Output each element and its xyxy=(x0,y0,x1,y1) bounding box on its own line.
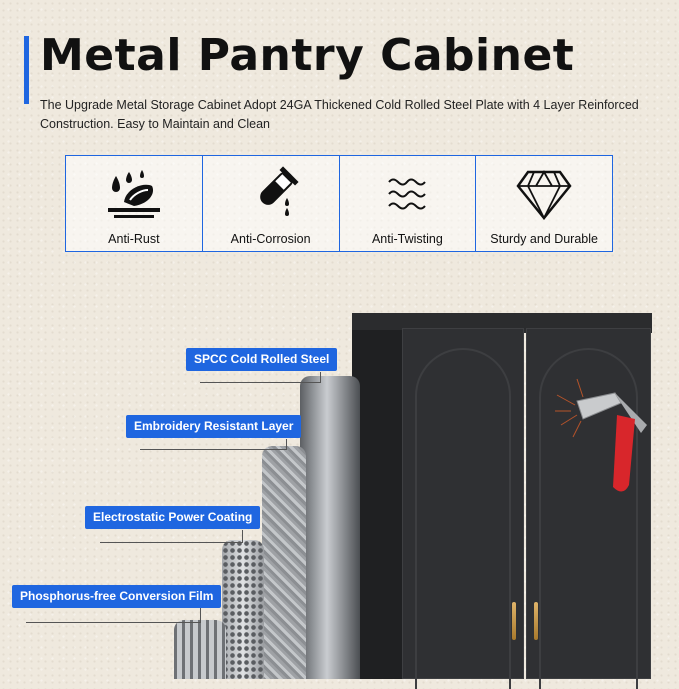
layer-label-powder-coating: Electrostatic Power Coating xyxy=(85,506,261,529)
test-tube-icon xyxy=(259,166,299,216)
feature-anti-rust: Anti-Rust xyxy=(66,156,203,251)
feature-label: Anti-Corrosion xyxy=(230,232,311,246)
steel-layer-powder-coating xyxy=(222,540,264,679)
callout-line xyxy=(140,439,287,450)
water-drops-shell-icon xyxy=(107,170,160,218)
layer-label-embroidery: Embroidery Resistant Layer xyxy=(126,415,302,438)
feature-label: Anti-Twisting xyxy=(371,232,443,246)
feature-label: Sturdy and Durable xyxy=(490,232,598,246)
feature-row: Anti-Rust Anti-Corrosion Anti-Twisting S… xyxy=(65,155,613,252)
feature-label: Anti-Rust xyxy=(108,232,160,246)
steel-layer-conversion-film xyxy=(174,620,226,679)
door-handle xyxy=(534,602,538,640)
feature-sturdy-durable: Sturdy and Durable xyxy=(476,156,612,251)
feature-anti-corrosion: Anti-Corrosion xyxy=(203,156,340,251)
hammer-icon xyxy=(555,378,647,492)
feature-anti-twisting: Anti-Twisting xyxy=(340,156,477,251)
steel-layer-embroidery-resistant xyxy=(262,446,306,679)
layer-label-spcc: SPCC Cold Rolled Steel xyxy=(186,348,338,371)
callout-line xyxy=(200,372,321,383)
door-arch-panel xyxy=(539,348,638,689)
steel-layer-spcc xyxy=(300,376,360,679)
callout-line xyxy=(26,608,201,623)
cabinet-door-left xyxy=(402,328,524,689)
wavy-lines-icon xyxy=(388,178,427,210)
cabinet-door-right xyxy=(526,328,651,689)
door-handle xyxy=(512,602,516,640)
door-arch-panel xyxy=(415,348,511,689)
callout-line xyxy=(100,530,243,543)
title-accent-bar xyxy=(24,36,29,104)
cabinet-side xyxy=(352,330,402,679)
diamond-icon xyxy=(516,170,572,221)
page-subtitle: The Upgrade Metal Storage Cabinet Adopt … xyxy=(40,98,639,131)
page-title: Metal Pantry Cabinet xyxy=(40,30,575,81)
layer-label-conversion-film: Phosphorus-free Conversion Film xyxy=(12,585,222,608)
